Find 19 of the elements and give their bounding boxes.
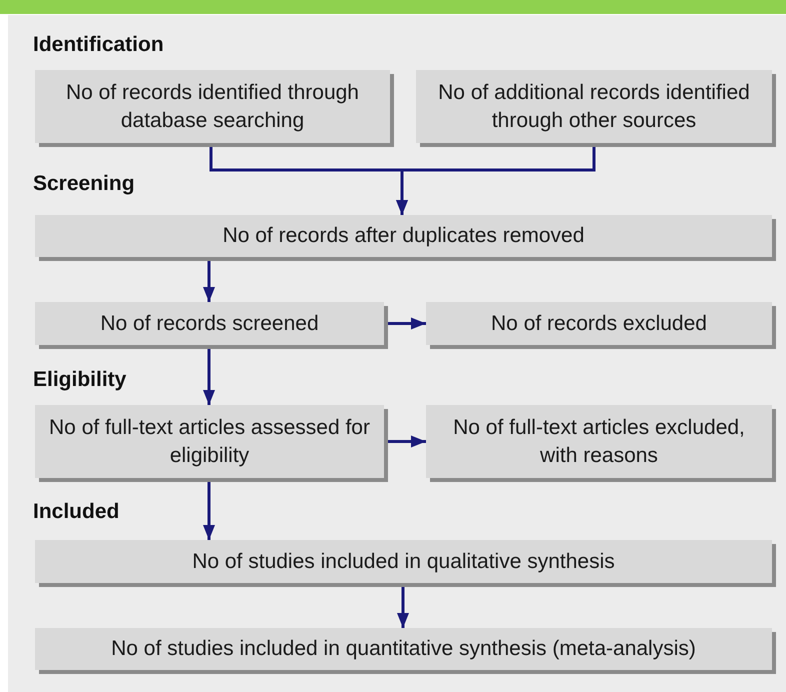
process-box: No of full-text articles assessed for eligibility: [35, 405, 384, 478]
process-box: No of full-text articles excluded, with reasons: [426, 405, 772, 478]
process-box: No of studies included in qualitative synthesis: [35, 540, 772, 583]
process-box: No of records screened: [35, 302, 384, 345]
process-box: No of records excluded: [426, 302, 772, 345]
section-heading: Identification: [33, 33, 164, 57]
arrow: [203, 482, 215, 540]
arrow: [203, 261, 215, 302]
arrow: [386, 318, 426, 330]
section-heading: Eligibility: [33, 368, 126, 392]
process-box: No of records after duplicates removed: [35, 215, 772, 257]
arrow: [386, 436, 426, 448]
section-heading: Included: [33, 500, 120, 524]
section-heading: Screening: [33, 172, 135, 196]
process-box: No of additional records identified through other sources: [416, 70, 772, 143]
arrow: [397, 587, 409, 628]
arrow: [203, 349, 215, 405]
process-box: No of studies included in quantitative synthesis (meta-analysis): [35, 628, 772, 670]
process-box: No of records identified through database searching: [35, 70, 390, 143]
